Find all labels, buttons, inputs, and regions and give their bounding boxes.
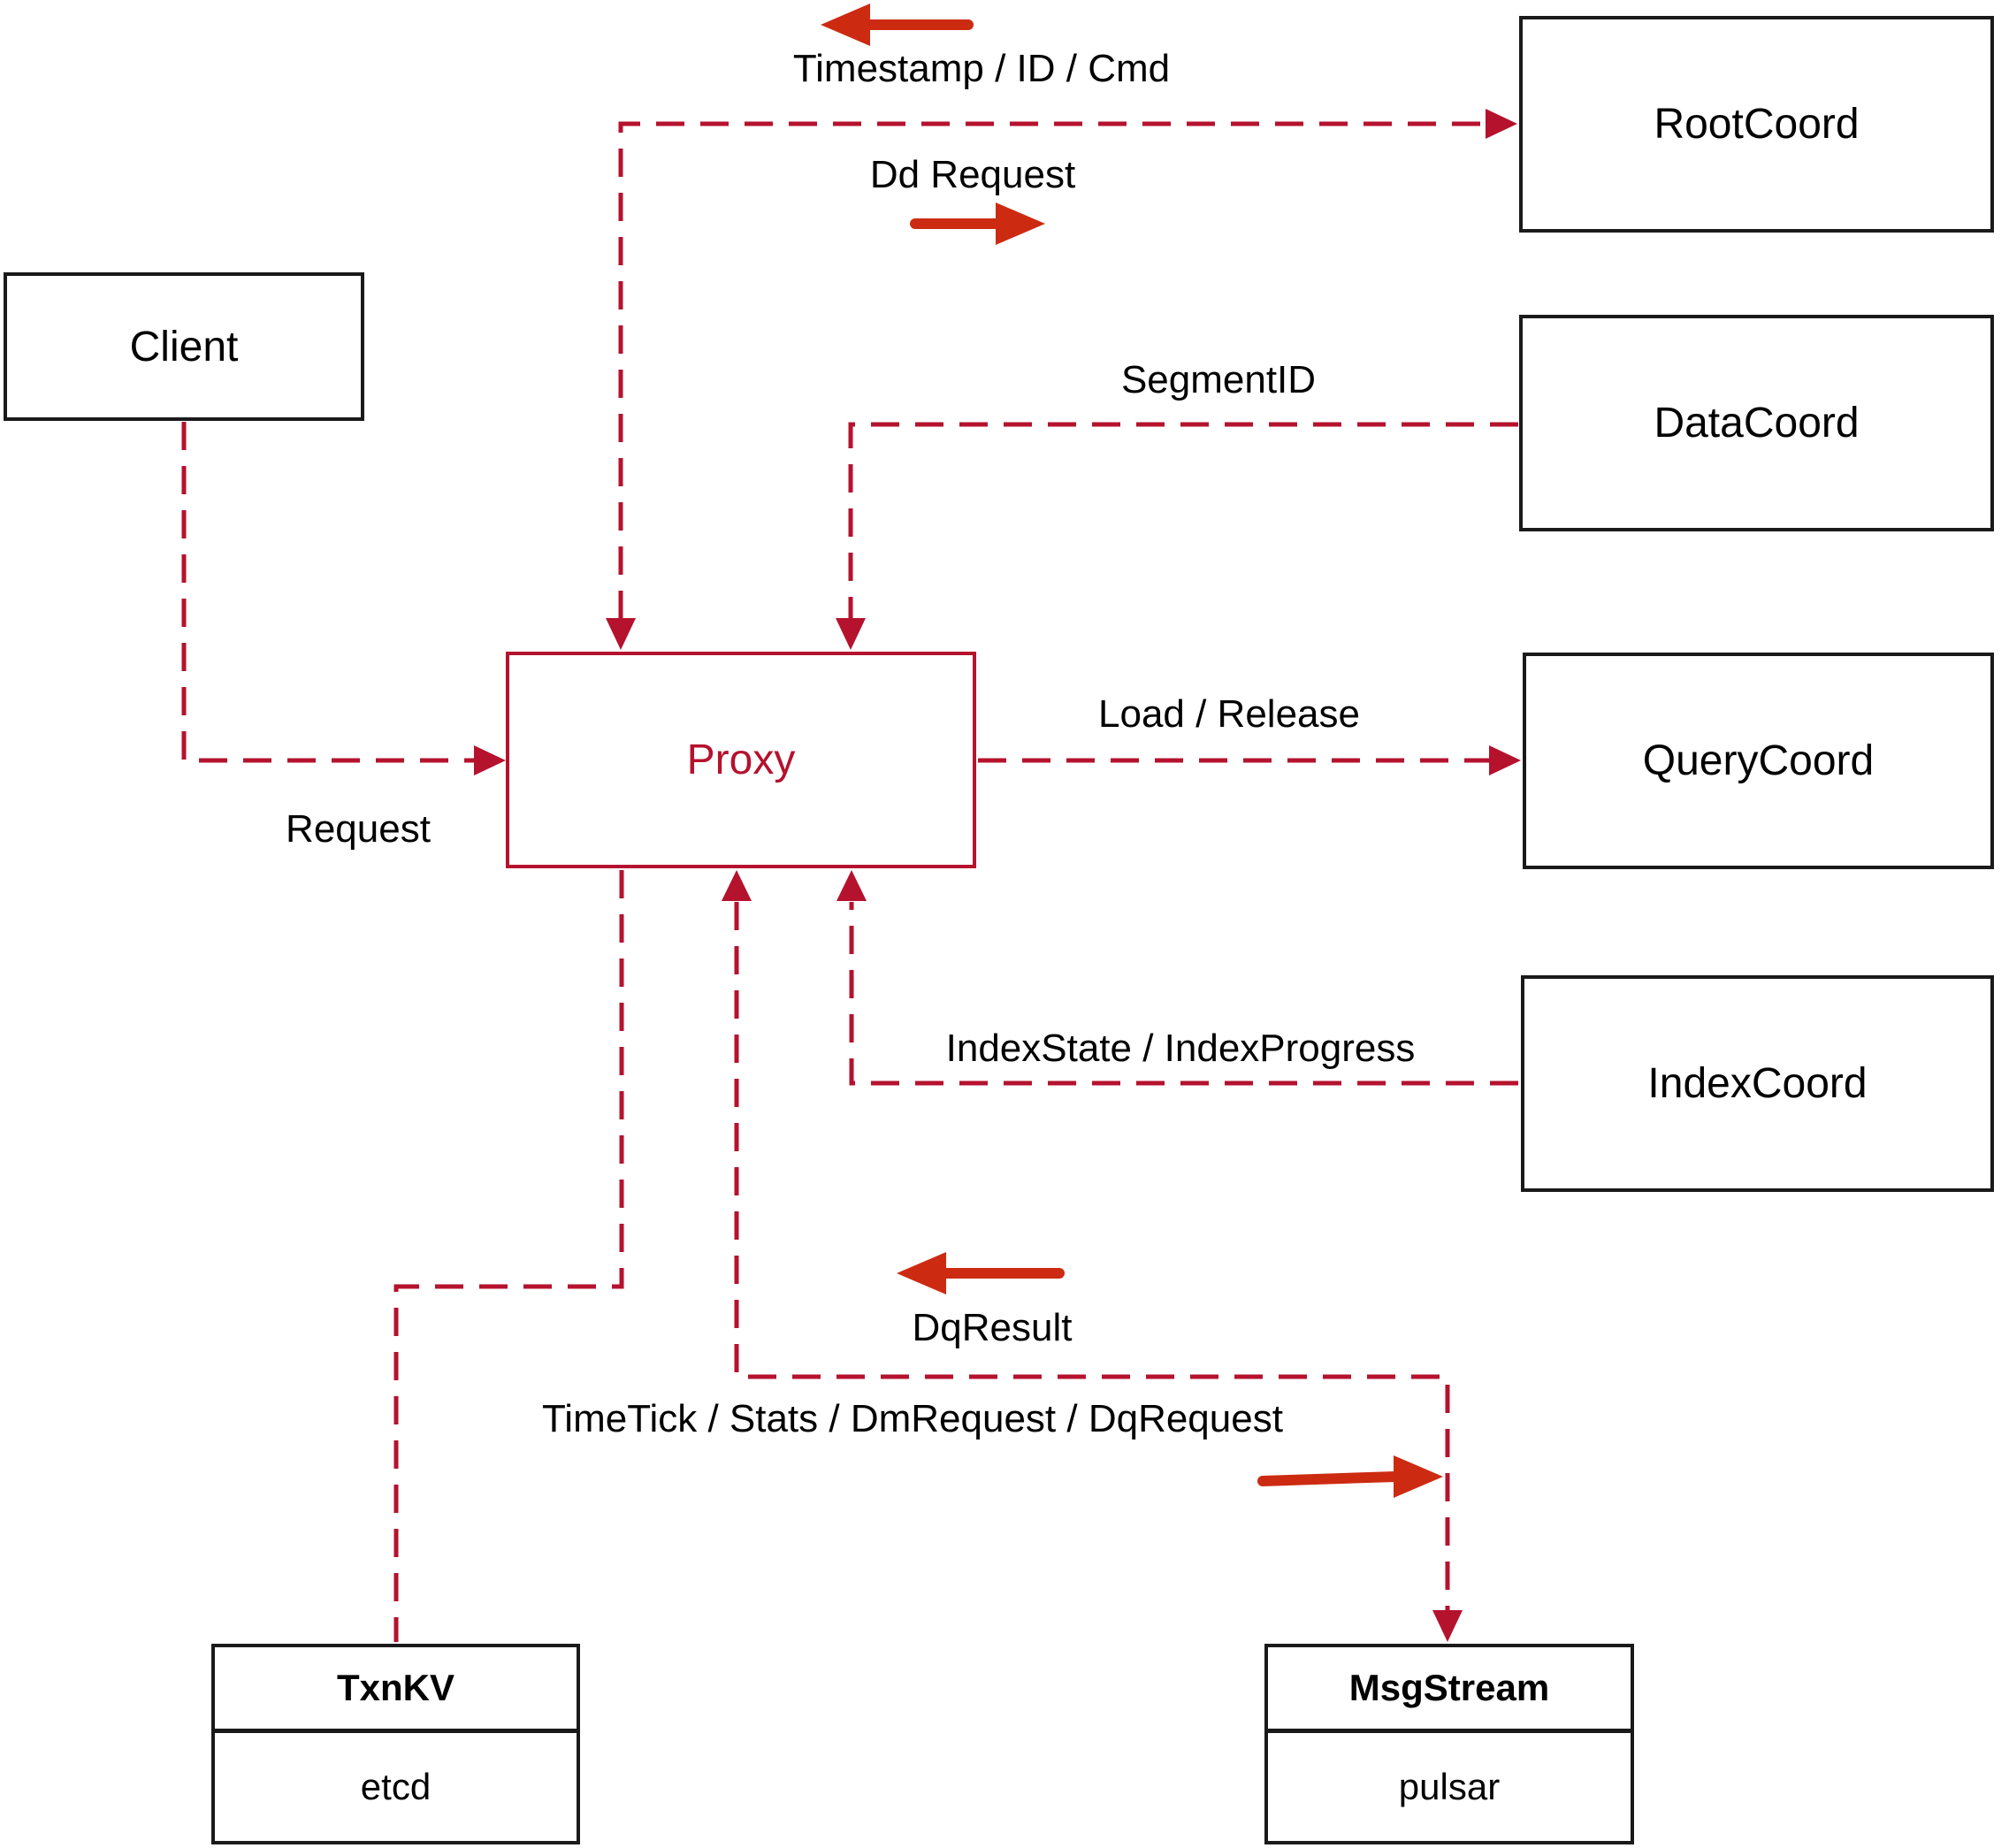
node-rootcoord-label: RootCoord bbox=[1654, 101, 1860, 148]
node-msgstream-body: pulsar bbox=[1398, 1766, 1501, 1807]
arrow-left-timestamp-icon bbox=[821, 4, 974, 46]
arrowhead-into-proxy-top-left-icon bbox=[606, 618, 636, 650]
arrowhead-into-msgstream-icon bbox=[1432, 1610, 1463, 1642]
node-querycoord: QueryCoord bbox=[1523, 653, 1994, 869]
arrowhead-into-proxy-top-right-icon bbox=[836, 618, 866, 650]
connector-datacoord-proxy bbox=[848, 422, 1518, 619]
label-index-state-progress: IndexState / IndexProgress bbox=[945, 1027, 1416, 1070]
arrowhead-into-proxy-bottom-right-icon bbox=[836, 870, 867, 901]
node-proxy: Proxy bbox=[506, 652, 976, 868]
connector-proxy-rootcoord bbox=[618, 121, 1487, 619]
node-client-label: Client bbox=[129, 323, 239, 370]
arrow-right-dqrequest-icon bbox=[1257, 1455, 1443, 1498]
label-timestamp-id-cmd: Timestamp / ID / Cmd bbox=[792, 47, 1171, 90]
label-request: Request bbox=[286, 807, 431, 851]
node-txnkv: TxnKV etcd bbox=[211, 1644, 580, 1844]
node-querycoord-label: QueryCoord bbox=[1642, 737, 1875, 784]
label-load-release: Load / Release bbox=[1098, 692, 1360, 736]
arrowhead-into-proxy-bottom-left-icon bbox=[722, 870, 752, 901]
label-dq-result: DqResult bbox=[912, 1306, 1073, 1349]
connector-proxy-txnkv bbox=[393, 870, 624, 1642]
node-indexcoord-label: IndexCoord bbox=[1647, 1060, 1868, 1107]
node-msgstream-title: MsgStream bbox=[1268, 1647, 1631, 1733]
node-msgstream: MsgStream pulsar bbox=[1264, 1644, 1634, 1844]
node-indexcoord: IndexCoord bbox=[1521, 975, 1994, 1192]
connector-client-proxy bbox=[181, 422, 476, 763]
arrowhead-into-rootcoord-icon bbox=[1486, 109, 1517, 139]
arrow-left-dqresult-icon bbox=[897, 1252, 1065, 1294]
label-segment-id: SegmentID bbox=[1120, 358, 1317, 401]
arrowhead-into-querycoord-icon bbox=[1489, 745, 1521, 775]
connector-indexcoord-proxy bbox=[849, 902, 1518, 1086]
node-datacoord: DataCoord bbox=[1519, 315, 1994, 531]
arrowhead-into-proxy-left-icon bbox=[474, 745, 506, 775]
node-datacoord-label: DataCoord bbox=[1654, 400, 1860, 447]
label-timetick-stats: TimeTick / Stats / DmRequest / DqRequest bbox=[542, 1397, 1283, 1440]
node-txnkv-body: etcd bbox=[360, 1766, 432, 1807]
node-client: Client bbox=[4, 272, 364, 421]
node-txnkv-title: TxnKV bbox=[215, 1647, 577, 1733]
node-proxy-label: Proxy bbox=[686, 737, 796, 783]
node-rootcoord: RootCoord bbox=[1519, 16, 1994, 233]
label-dd-request: Dd Request bbox=[869, 153, 1076, 196]
connector-proxy-msgstream bbox=[734, 902, 1450, 1611]
arrow-right-dd-request-icon bbox=[910, 202, 1045, 245]
